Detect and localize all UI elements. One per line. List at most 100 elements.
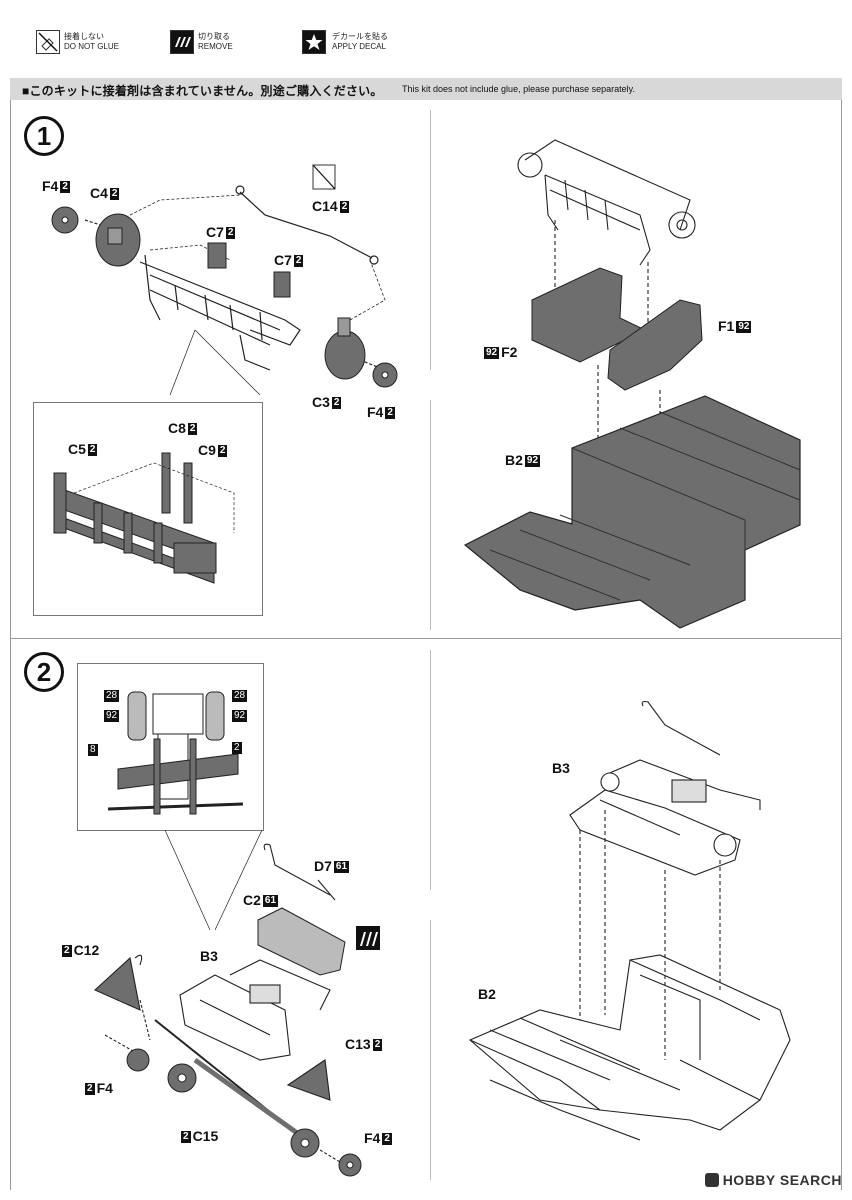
label-step2-C2-qty: 61 <box>262 895 279 907</box>
label-step2-F4b-qty: 2 <box>382 1133 392 1145</box>
label-step1-C3-name: C3 <box>312 394 330 410</box>
legend-decal: デカールを貼る APPLY DECAL <box>332 32 388 52</box>
label-step1-F2-qty: 92 <box>484 347 500 359</box>
label-step1-C7a-qty: 2 <box>225 227 236 239</box>
label-step2-D7-qty: 61 <box>333 861 350 873</box>
label-step1-C9-name: C9 <box>198 442 216 458</box>
legend-no-glue-jp: 接着しない <box>64 32 104 41</box>
label-step2-F4-qty: 2 <box>85 1083 95 1095</box>
label-step1-C4-name: C4 <box>90 185 108 201</box>
label-step1-C8-qty: 2 <box>187 423 198 435</box>
legend-decal-en: APPLY DECAL <box>332 42 386 51</box>
label-step2-C15-qty: 2 <box>181 1131 191 1143</box>
label-step1-F4-name: F4 <box>42 178 59 194</box>
frame-vertical-split-1b <box>430 400 431 630</box>
star-icon <box>302 30 326 54</box>
label-step2-B3r-name: B3 <box>552 760 570 776</box>
detail-code-92b: 92 <box>232 710 248 722</box>
detail-code-2: 2 <box>232 742 242 754</box>
label-step1-F2-name: F2 <box>501 344 518 360</box>
label-step2-C15-name: C15 <box>192 1128 219 1144</box>
label-step1-C7a-name: C7 <box>206 224 224 240</box>
label-step2-C13-name: C13 <box>345 1036 371 1052</box>
label-step1-F4b-qty: 2 <box>385 407 395 419</box>
label-step1-F4b-name: F4 <box>367 404 384 420</box>
detail-code-28b: 28 <box>232 690 248 702</box>
no-glue-icon <box>36 30 60 54</box>
engine-detail-drawing <box>107 691 244 815</box>
label-step2-C12-qty: 2 <box>62 945 72 957</box>
step-2-badge: 2 <box>24 652 64 692</box>
legend-remove-jp: 切り取る <box>198 32 230 41</box>
footer-brand-text: HOBBY SEARCH <box>722 1172 842 1188</box>
step-1-badge: 1 <box>24 116 64 156</box>
label-step1-B2-qty: 92 <box>524 455 541 467</box>
label-step2-B2r-name: B2 <box>478 986 496 1002</box>
label-step1-C14-qty: 2 <box>339 201 350 213</box>
label-step1-C8-name: C8 <box>168 420 186 436</box>
label-step1-C4-qty: 2 <box>109 188 120 200</box>
label-step2-C13-qty: 2 <box>372 1039 383 1051</box>
frame-vertical-split-2 <box>430 650 431 890</box>
footer-brand: HOBBY SEARCH <box>704 1172 842 1188</box>
legend-no-glue-en: DO NOT GLUE <box>64 42 119 51</box>
frame-left <box>10 100 11 1190</box>
label-step2-D7-name: D7 <box>314 858 332 874</box>
label-step2-B2r: B2 <box>478 986 496 1002</box>
label-step1-B2-name: B2 <box>505 452 523 468</box>
hobby-search-logo-icon <box>704 1173 719 1187</box>
label-step2-B3-name: B3 <box>200 948 218 964</box>
frame-right <box>841 100 842 1190</box>
label-step1-C7b-name: C7 <box>274 252 292 268</box>
label-step1-F1-qty: 92 <box>736 321 752 333</box>
label-step1-C9-qty: 2 <box>217 445 228 457</box>
frame-vertical-split-1 <box>430 110 431 370</box>
detail-code-92a: 92 <box>104 710 120 722</box>
detail-code-8: 8 <box>88 744 98 756</box>
legend-remove-en: REMOVE <box>198 42 233 51</box>
label-step2-F4b-name: F4 <box>364 1130 381 1146</box>
step-1-detail-box <box>33 402 263 616</box>
label-step2-C2-name: C2 <box>243 892 261 908</box>
label-step1-C5-name: C5 <box>68 441 86 457</box>
label-step1-C5-qty: 2 <box>87 444 98 456</box>
label-step1-C7b-qty: 2 <box>293 255 304 267</box>
frame-vertical-split-2b <box>430 920 431 1180</box>
label-step2-B3r: B3 <box>552 760 570 776</box>
notice-jp: ■このキットに接着剤は含まれていません。別途ご購入ください。 <box>22 84 383 98</box>
frame-detail-drawing <box>53 452 235 584</box>
step-2-detail-box: 28 92 28 92 8 2 <box>77 663 264 831</box>
label-step2-F4-name: F4 <box>96 1080 113 1096</box>
legend-decal-jp: デカールを貼る <box>332 32 388 41</box>
label-step2-B3: B3 <box>200 948 218 964</box>
cut-icon <box>170 30 194 54</box>
label-step2-C12-name: C12 <box>73 942 100 958</box>
notice-en: This kit does not include glue, please p… <box>402 84 635 94</box>
label-step1-C3-qty: 2 <box>331 397 342 409</box>
detail-code-28a: 28 <box>104 690 120 702</box>
frame-middle-divider <box>10 638 842 639</box>
